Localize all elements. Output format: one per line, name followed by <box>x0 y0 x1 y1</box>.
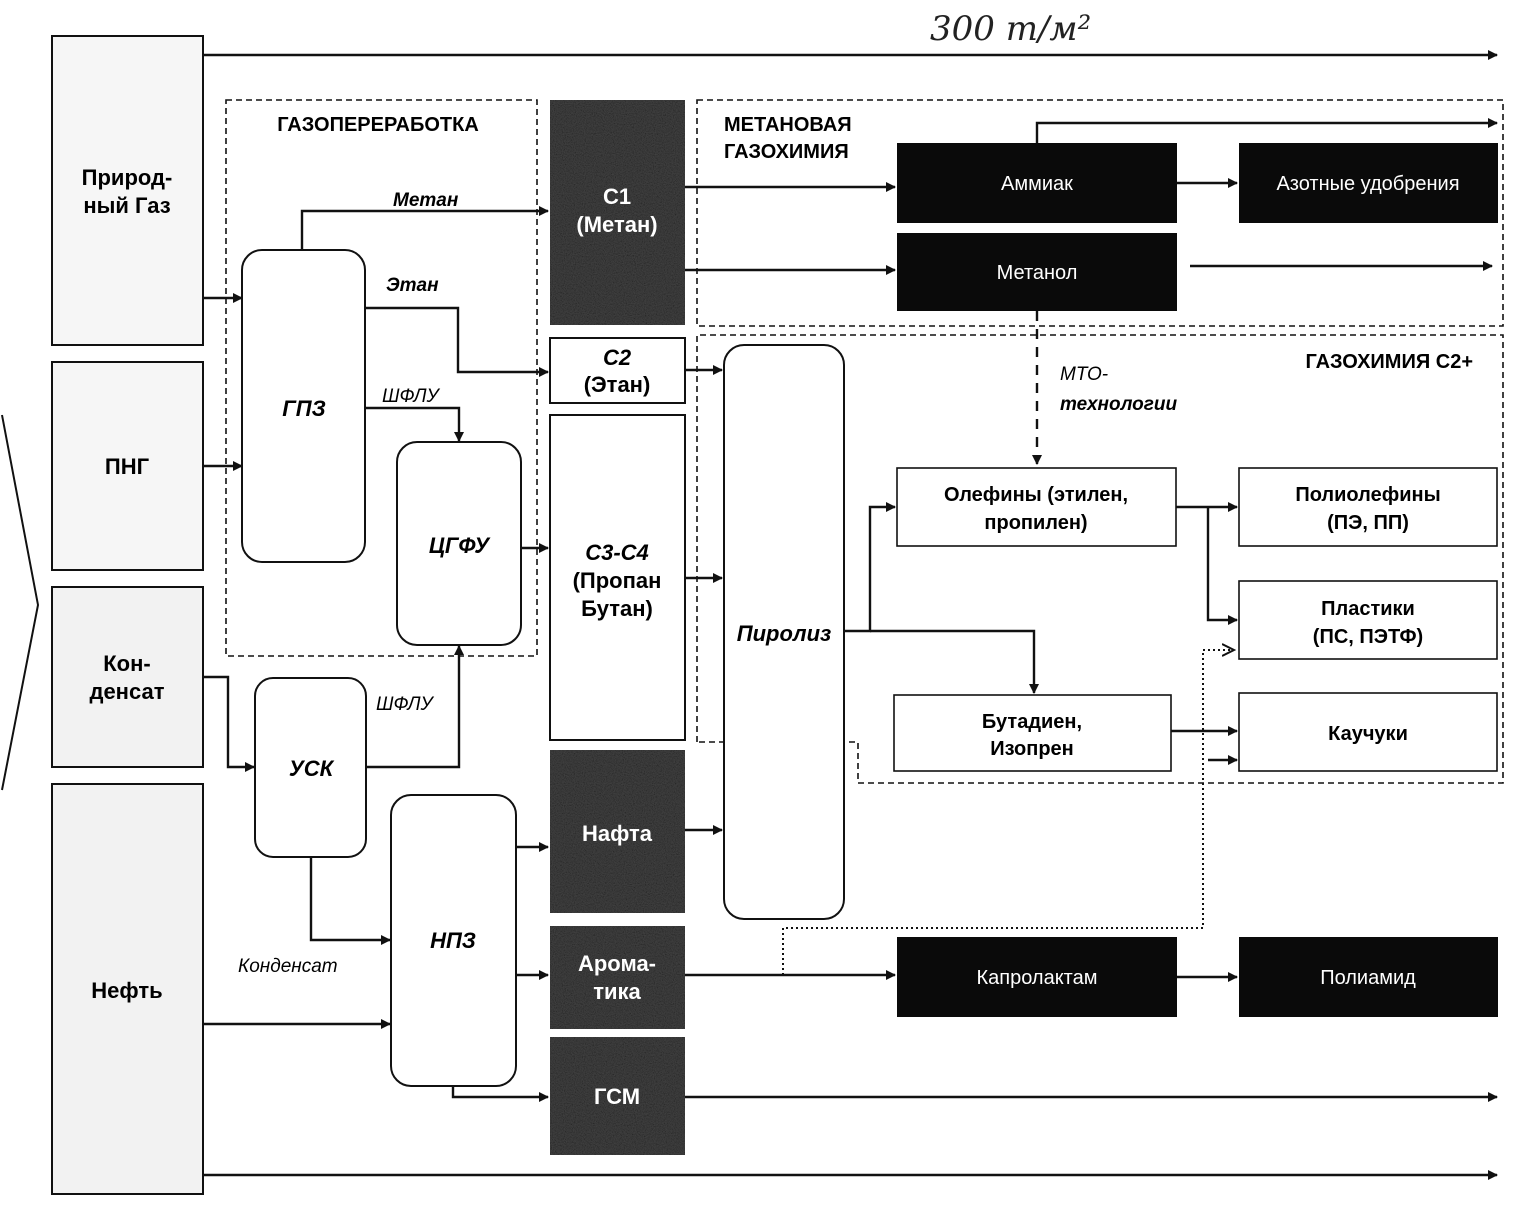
fraction-c2: C2 (Этан) <box>549 337 686 404</box>
c1-label-2: (Метан) <box>576 212 657 237</box>
fraction-c3c4: C3-C4 (Пропан Бутан) <box>549 414 686 741</box>
gpz-label: ГПЗ <box>282 396 325 421</box>
arrow-usk-npz <box>309 857 391 945</box>
arrow-usk-cgfu <box>366 645 464 769</box>
flow-label-mto-2: технологии <box>1060 394 1178 415</box>
flow-label-mto-1: МТО- <box>1060 364 1108 385</box>
handwritten-note: 300 т/м² <box>930 9 1091 49</box>
cgfu-label: ЦГФУ <box>429 533 491 558</box>
source-condensate: Кон- денсат <box>51 586 204 768</box>
methane-chem-title-2: ГАЗОХИМИЯ <box>724 141 849 163</box>
gas-processing-title: ГАЗОПЕРЕРАБОТКА <box>277 114 479 136</box>
npz-label: НПЗ <box>430 928 476 953</box>
arrow-olefins-plastics <box>1206 507 1238 625</box>
arrow-aromatics-plastics-dotted <box>782 650 1234 975</box>
polyamide-label: Полиамид <box>1320 967 1416 989</box>
natural-gas-label-2: ный Газ <box>83 193 170 218</box>
source-oil: Нефть <box>51 783 204 1195</box>
fertilizers-label: Азотные удобрения <box>1276 173 1459 195</box>
polyolefins-label-2: (ПЭ, ПП) <box>1327 512 1409 534</box>
aromatics-label-1: Арома- <box>578 951 656 976</box>
unit-usk: УСК <box>254 677 367 858</box>
c1-label-1: C1 <box>603 184 631 209</box>
fraction-aromatics: Арома- тика <box>550 926 685 1029</box>
butadiene-label-1: Бутадиен, <box>982 711 1082 733</box>
product-ammonia: Аммиак <box>897 143 1177 223</box>
caprolactam-label: Капролактам <box>977 967 1098 989</box>
plastics-label-1: Пластики <box>1321 598 1415 620</box>
c2-chem-title: ГАЗОХИМИЯ С2+ <box>1305 351 1473 373</box>
natural-gas-label-1: Природ- <box>82 165 173 190</box>
c3c4-label-3: Бутан) <box>581 596 653 621</box>
flow-label-condensate: Конденсат <box>238 956 338 977</box>
flow-lines <box>203 50 1498 1180</box>
product-rubbers: Каучуки <box>1238 692 1498 772</box>
polyolefins-label-1: Полиолефины <box>1295 484 1440 506</box>
ammonia-label: Аммиак <box>1001 173 1073 195</box>
olefins-label-1: Олефины (этилен, <box>944 484 1128 506</box>
source-natural-gas: Природ- ный Газ <box>51 35 204 346</box>
arrow-pyrolysis-butadiene <box>870 629 1039 694</box>
product-plastics: Пластики (ПС, ПЭТФ) <box>1238 580 1498 660</box>
condensate-label-2: денсат <box>89 679 164 704</box>
product-butadiene: Бутадиен, Изопрен <box>893 694 1172 772</box>
product-polyamide: Полиамид <box>1239 937 1498 1017</box>
pyrolysis-label: Пиролиз <box>737 621 832 646</box>
product-olefins: Олефины (этилен, пропилен) <box>896 467 1177 547</box>
gas-processing-group <box>225 99 538 657</box>
nafta-label: Нафта <box>582 821 653 846</box>
png-label: ПНГ <box>105 454 150 479</box>
c3c4-label-1: C3-C4 <box>585 540 649 565</box>
product-polyolefins: Полиолефины (ПЭ, ПП) <box>1238 467 1498 547</box>
flow-label-methane: Метан <box>393 190 459 211</box>
arrow-gpz-ethane <box>365 306 549 377</box>
left-brace <box>1 414 40 791</box>
fraction-nafta: Нафта <box>550 750 685 913</box>
c2-label-1: C2 <box>603 345 632 370</box>
unit-cgfu: ЦГФУ <box>396 441 522 646</box>
flow-label-ethane: Этан <box>386 275 439 296</box>
arrow-ammonia-export <box>1035 118 1498 143</box>
methane-chem-group <box>696 99 1504 327</box>
olefins-label-2: пропилен) <box>984 512 1087 534</box>
source-png: ПНГ <box>51 361 204 571</box>
plastics-label-2: (ПС, ПЭТФ) <box>1313 626 1423 648</box>
methanol-label: Метанол <box>997 262 1078 284</box>
gsm-label: ГСМ <box>594 1084 640 1109</box>
arrow-npz-gsm <box>451 1086 549 1102</box>
arrow-gpz-shflu <box>365 406 464 442</box>
c2-chem-group <box>696 334 1504 784</box>
arrow-condensate-usk <box>203 675 255 772</box>
flow-label-shflu-top: ШФЛУ <box>382 386 441 407</box>
condensate-label-1: Кон- <box>103 651 150 676</box>
aromatics-label-2: тика <box>593 979 641 1004</box>
fraction-gsm: ГСМ <box>550 1037 685 1155</box>
product-caprolactam: Капролактам <box>897 937 1177 1017</box>
butadiene-label-2: Изопрен <box>990 738 1074 760</box>
flow-label-shflu-bottom: ШФЛУ <box>376 694 435 715</box>
c3c4-label-2: (Пропан <box>573 568 662 593</box>
c2-label-2: (Этан) <box>584 372 651 397</box>
unit-pyrolysis: Пиролиз <box>723 344 845 920</box>
unit-npz: НПЗ <box>390 794 517 1087</box>
usk-label: УСК <box>289 756 335 781</box>
arrow-pyrolysis-olefins <box>844 502 896 633</box>
unit-gpz: ГПЗ <box>241 249 366 563</box>
methane-chem-title-1: МЕТАНОВАЯ <box>724 114 852 136</box>
arrow-gpz-methane <box>300 206 549 250</box>
product-methanol: Метанол <box>897 233 1177 311</box>
product-fertilizers: Азотные удобрения <box>1239 143 1498 223</box>
oil-label: Нефть <box>91 978 162 1003</box>
fraction-c1: C1 (Метан) <box>550 100 685 325</box>
rubbers-label: Каучуки <box>1328 723 1408 745</box>
